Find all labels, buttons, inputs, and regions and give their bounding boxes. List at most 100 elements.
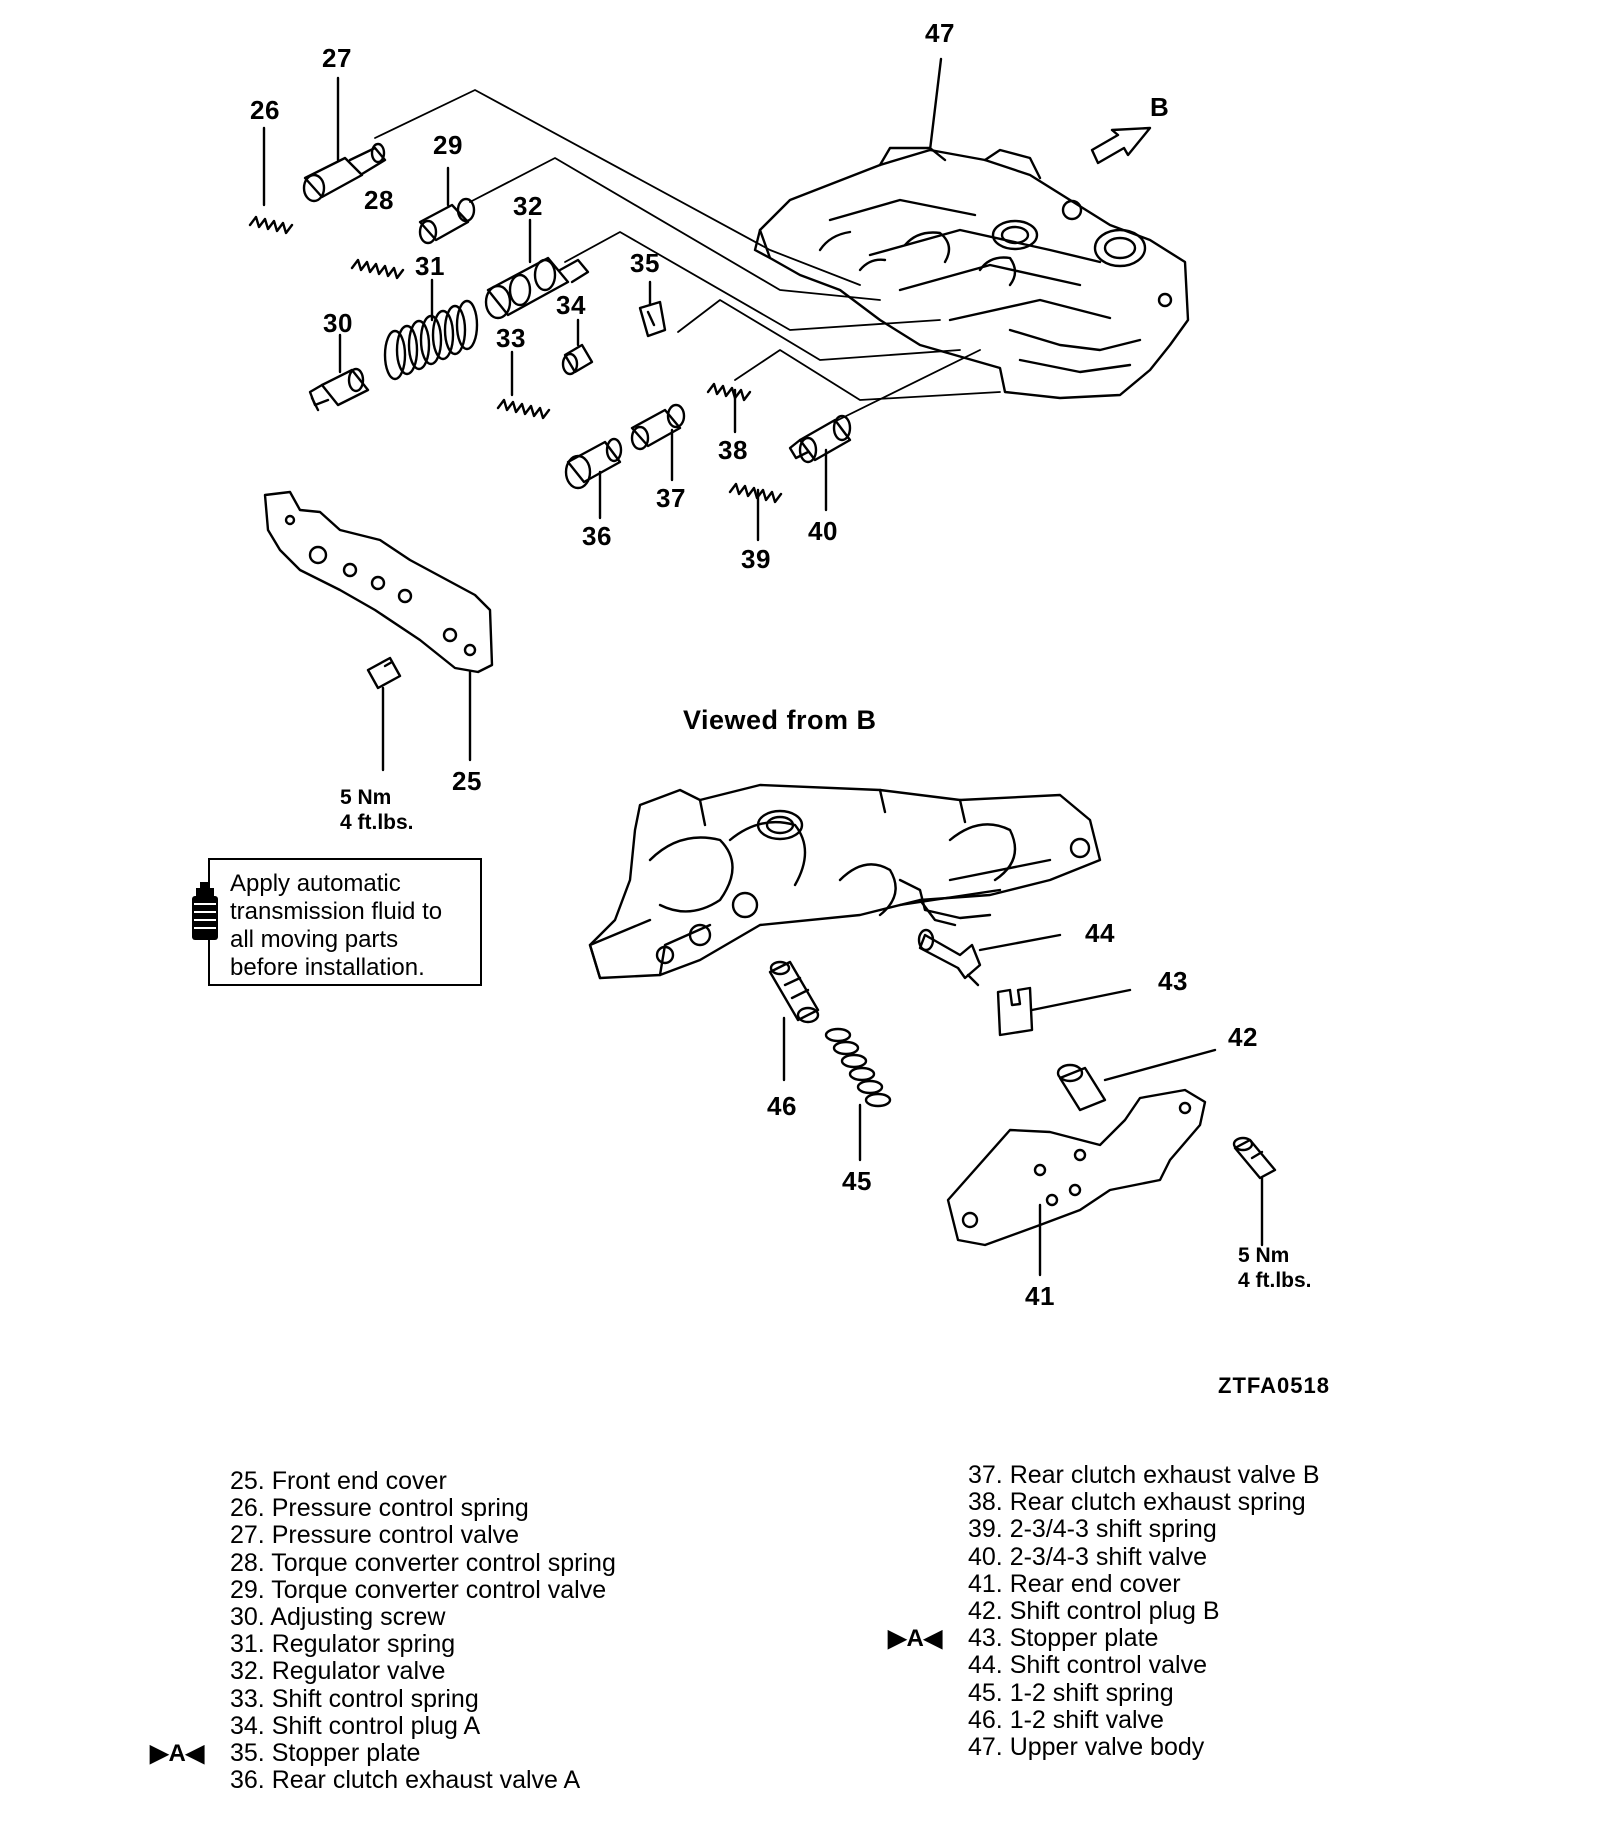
callout-29: 29 <box>433 130 463 160</box>
leader-44 <box>978 933 1062 952</box>
part-34-plug-a <box>561 343 594 376</box>
legend-item-marked: ▶A◀ 35. Stopper plate <box>150 1738 616 1767</box>
legend-item: 28. Torque converter control spring <box>230 1548 616 1577</box>
legend-item: 30. Adjusting screw <box>230 1602 446 1631</box>
legend-item: 42. Shift control plug B <box>968 1596 1220 1625</box>
note-line: before installation. <box>230 954 425 981</box>
part-27-pressure-valve <box>302 142 387 203</box>
callout-view-b: B <box>1150 92 1170 122</box>
note-text: Apply automatic transmission fluid to al… <box>230 870 480 982</box>
part-45-spring <box>824 1027 892 1108</box>
legend-right: 37. Rear clutch exhaust valve B 38. Rear… <box>888 1461 1320 1761</box>
marker-a: ▶A◀ <box>888 1625 943 1653</box>
torque-rear-spec: 5 Nm 4 ft.lbs. <box>1238 1243 1312 1293</box>
legend-item: 43. Stopper plate <box>968 1624 1159 1653</box>
callout-28: 28 <box>364 185 394 215</box>
note-line: transmission fluid to <box>230 898 443 925</box>
part-32-regulator-valve <box>484 256 590 320</box>
part-37-valve-b <box>630 403 686 451</box>
callout-39: 39 <box>741 544 771 574</box>
legend-item: 26. Pressure control spring <box>230 1494 529 1523</box>
fluid-bottle-icon <box>192 882 218 940</box>
leader-47 <box>928 57 943 152</box>
marker-a: ▶A◀ <box>150 1739 205 1767</box>
callout-35: 35 <box>630 248 660 278</box>
leader-43 <box>1030 988 1132 1012</box>
callout-36: 36 <box>582 521 612 551</box>
view-heading: Viewed from B <box>683 705 877 735</box>
callout-42: 42 <box>1228 1022 1258 1052</box>
callout-30: 30 <box>323 308 353 338</box>
note-line: all moving parts <box>230 926 399 953</box>
callout-47: 47 <box>925 18 955 48</box>
part-38-spring <box>706 382 752 402</box>
lubrication-note: Apply automatic transmission fluid to al… <box>192 858 482 986</box>
callout-46: 46 <box>767 1091 797 1121</box>
legend-item: 38. Rear clutch exhaust spring <box>968 1488 1306 1517</box>
part-44-shift-control-valve <box>917 928 982 987</box>
legend-item: 25. Front end cover <box>230 1467 447 1495</box>
legend-item: 46. 1-2 shift valve <box>968 1705 1164 1734</box>
callout-26: 26 <box>250 95 280 125</box>
legend-item-marked: ▶A◀ 43. Stopper plate <box>888 1624 1320 1653</box>
legend-item: 44. Shift control valve <box>968 1651 1208 1680</box>
torque-rear-ftlbs: 4 ft.lbs. <box>1238 1269 1312 1292</box>
part-28-spring <box>350 258 405 280</box>
part-36-valve-a <box>564 437 623 490</box>
callout-38: 38 <box>718 435 748 465</box>
callout-34: 34 <box>556 290 586 320</box>
front-bolt-icon <box>366 656 402 690</box>
torque-front-spec: 5 Nm 4 ft.lbs. <box>340 785 414 835</box>
callout-27: 27 <box>322 43 352 73</box>
rear-bolt-icon <box>1232 1136 1277 1180</box>
legend-item: 29. Torque converter control valve <box>230 1575 607 1604</box>
part-41-rear-end-cover <box>946 1088 1207 1247</box>
lower-valve-body-view <box>588 783 1102 980</box>
legend-item: 37. Rear clutch exhaust valve B <box>968 1461 1320 1489</box>
callout-33: 33 <box>496 323 526 353</box>
legend-item: 40. 2-3/4-3 shift valve <box>968 1542 1208 1571</box>
legend-item: 36. Rear clutch exhaust valve A <box>230 1766 581 1795</box>
callout-41: 41 <box>1025 1281 1055 1311</box>
torque-front-nm: 5 Nm <box>340 786 392 809</box>
callout-44: 44 <box>1085 918 1115 948</box>
upper-valve-body-47 <box>753 146 1190 400</box>
legend-item: 34. Shift control plug A <box>230 1711 481 1740</box>
torque-front-ftlbs: 4 ft.lbs. <box>340 811 414 834</box>
legend-item: 31. Regulator spring <box>230 1630 456 1659</box>
legend-left: 25. Front end cover 26. Pressure control… <box>150 1467 616 1795</box>
callout-40: 40 <box>808 516 838 546</box>
part-39-spring <box>728 482 783 504</box>
legend-item: 35. Stopper plate <box>230 1738 421 1767</box>
part-42-plug-b <box>1056 1063 1107 1112</box>
figure-code: ZTFA0518 <box>1218 1373 1330 1398</box>
part-26-spring <box>248 215 294 235</box>
part-40-shift-valve <box>788 414 852 464</box>
legend-item: 41. Rear end cover <box>968 1569 1181 1598</box>
callout-31: 31 <box>415 251 445 281</box>
callout-32: 32 <box>513 191 543 221</box>
part-43-stopper-plate <box>996 986 1034 1037</box>
part-31-regulator-spring <box>383 299 479 381</box>
view-arrow-icon <box>1090 126 1152 165</box>
part-46-shift-valve <box>768 960 820 1024</box>
part-35-stopper-plate <box>638 300 667 338</box>
assembly-route-lines <box>374 89 1001 423</box>
callout-25: 25 <box>452 766 482 796</box>
torque-rear-nm: 5 Nm <box>1238 1244 1290 1267</box>
legend-item: 27. Pressure control valve <box>230 1521 520 1550</box>
callout-37: 37 <box>656 483 686 513</box>
part-30-adjusting-screw <box>308 367 370 412</box>
legend-item: 47. Upper valve body <box>968 1732 1205 1761</box>
legend-item: 32. Regulator valve <box>230 1657 446 1686</box>
leader-42 <box>1103 1048 1217 1082</box>
callout-43: 43 <box>1158 966 1188 996</box>
part-25-front-end-cover <box>263 490 494 674</box>
note-line: Apply automatic <box>230 870 401 897</box>
legend-item: 45. 1-2 shift spring <box>968 1678 1174 1707</box>
legend-item: 39. 2-3/4-3 shift spring <box>968 1515 1217 1544</box>
callout-45: 45 <box>842 1166 872 1196</box>
part-29-valve <box>418 197 476 245</box>
legend-item: 33. Shift control spring <box>230 1684 479 1713</box>
